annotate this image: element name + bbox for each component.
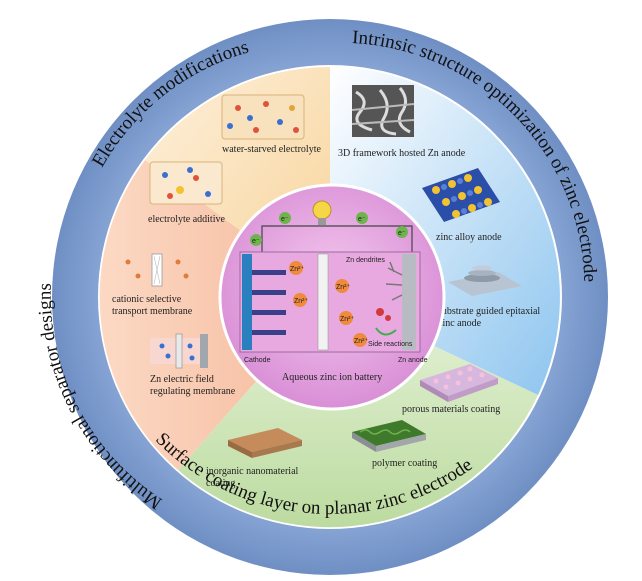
label-anode: Zn anode (398, 357, 428, 364)
inorganic-coating-illustration (228, 428, 302, 458)
label-cationic-1: cationic selective (112, 294, 182, 305)
label-zinc-alloy: zinc alloy anode (436, 232, 502, 243)
field-membrane-illustration (150, 333, 208, 369)
label-electrolyte-additive: electrolyte additive (148, 214, 225, 225)
svg-text:Zn²⁺: Zn²⁺ (340, 315, 355, 323)
label-epitaxial-2: zinc anode (438, 318, 482, 329)
svg-text:Zn²⁺: Zn²⁺ (336, 283, 351, 291)
polymer-coating-illustration (352, 420, 426, 452)
svg-text:Zn²⁺: Zn²⁺ (354, 337, 369, 345)
zn-ion-icon: Zn²⁺ (339, 311, 355, 325)
electrolyte-additive-illustration (149, 161, 223, 205)
svg-text:Zn²⁺: Zn²⁺ (290, 265, 305, 273)
side-reaction-icon (375, 308, 397, 336)
svg-text:e⁻: e⁻ (252, 238, 260, 245)
separator (317, 253, 329, 351)
label-field-1: Zn electric field (150, 374, 214, 385)
electron-icon: e⁻ (279, 212, 291, 224)
epitaxial-illustration (448, 265, 522, 296)
svg-text:e⁻: e⁻ (281, 216, 289, 223)
porous-coating-illustration (420, 364, 498, 402)
zn-anode (402, 254, 416, 350)
zinc-alloy-illustration (422, 168, 500, 222)
sector-coating (178, 297, 538, 528)
cationic-membrane-illustration (125, 253, 189, 287)
label-water-starved: water-starved electrolyte (222, 144, 321, 155)
label-cationic-2: transport membrane (112, 306, 193, 317)
label-epitaxial-1: substrate guided epitaxial (438, 306, 540, 317)
label-polymer: polymer coating (372, 458, 437, 469)
external-circuit (261, 225, 413, 252)
label-cathode: Cathode (244, 357, 271, 364)
svg-text:e⁻: e⁻ (358, 216, 366, 223)
label-side-reactions: Side reactions (368, 341, 413, 348)
framework-illustration (351, 85, 415, 137)
zn-ion-icon: Zn²⁺ (335, 279, 351, 293)
water-starved-electrolyte-illustration (221, 94, 305, 140)
label-inorganic-1: inorganic nanomaterial (206, 466, 299, 477)
battery-title: Aqueous zinc ion battery (282, 372, 382, 383)
cell-container (239, 251, 421, 353)
label-porous: porous materials coating (402, 404, 500, 415)
svg-text:e⁻: e⁻ (398, 230, 406, 237)
label-dendrites: Zn dendrites (346, 257, 385, 264)
electron-icon: e⁻ (250, 234, 262, 246)
light-bulb-icon (312, 200, 332, 225)
label-framework: 3D framework hosted Zn anode (338, 148, 466, 159)
electron-icon: e⁻ (396, 226, 408, 238)
cathode (242, 254, 286, 350)
zn-ion-icon: Zn²⁺ (293, 293, 309, 307)
electron-icon: e⁻ (356, 212, 368, 224)
dendrite-icon (385, 261, 403, 301)
label-field-2: regulating membrane (150, 386, 236, 397)
svg-text:Zn²⁺: Zn²⁺ (294, 297, 309, 305)
sector-separator (99, 160, 330, 470)
label-inorganic-2: coating (206, 478, 235, 489)
zn-ion-icon: Zn²⁺ (353, 333, 369, 347)
zn-ion-icon: Zn²⁺ (289, 261, 305, 275)
